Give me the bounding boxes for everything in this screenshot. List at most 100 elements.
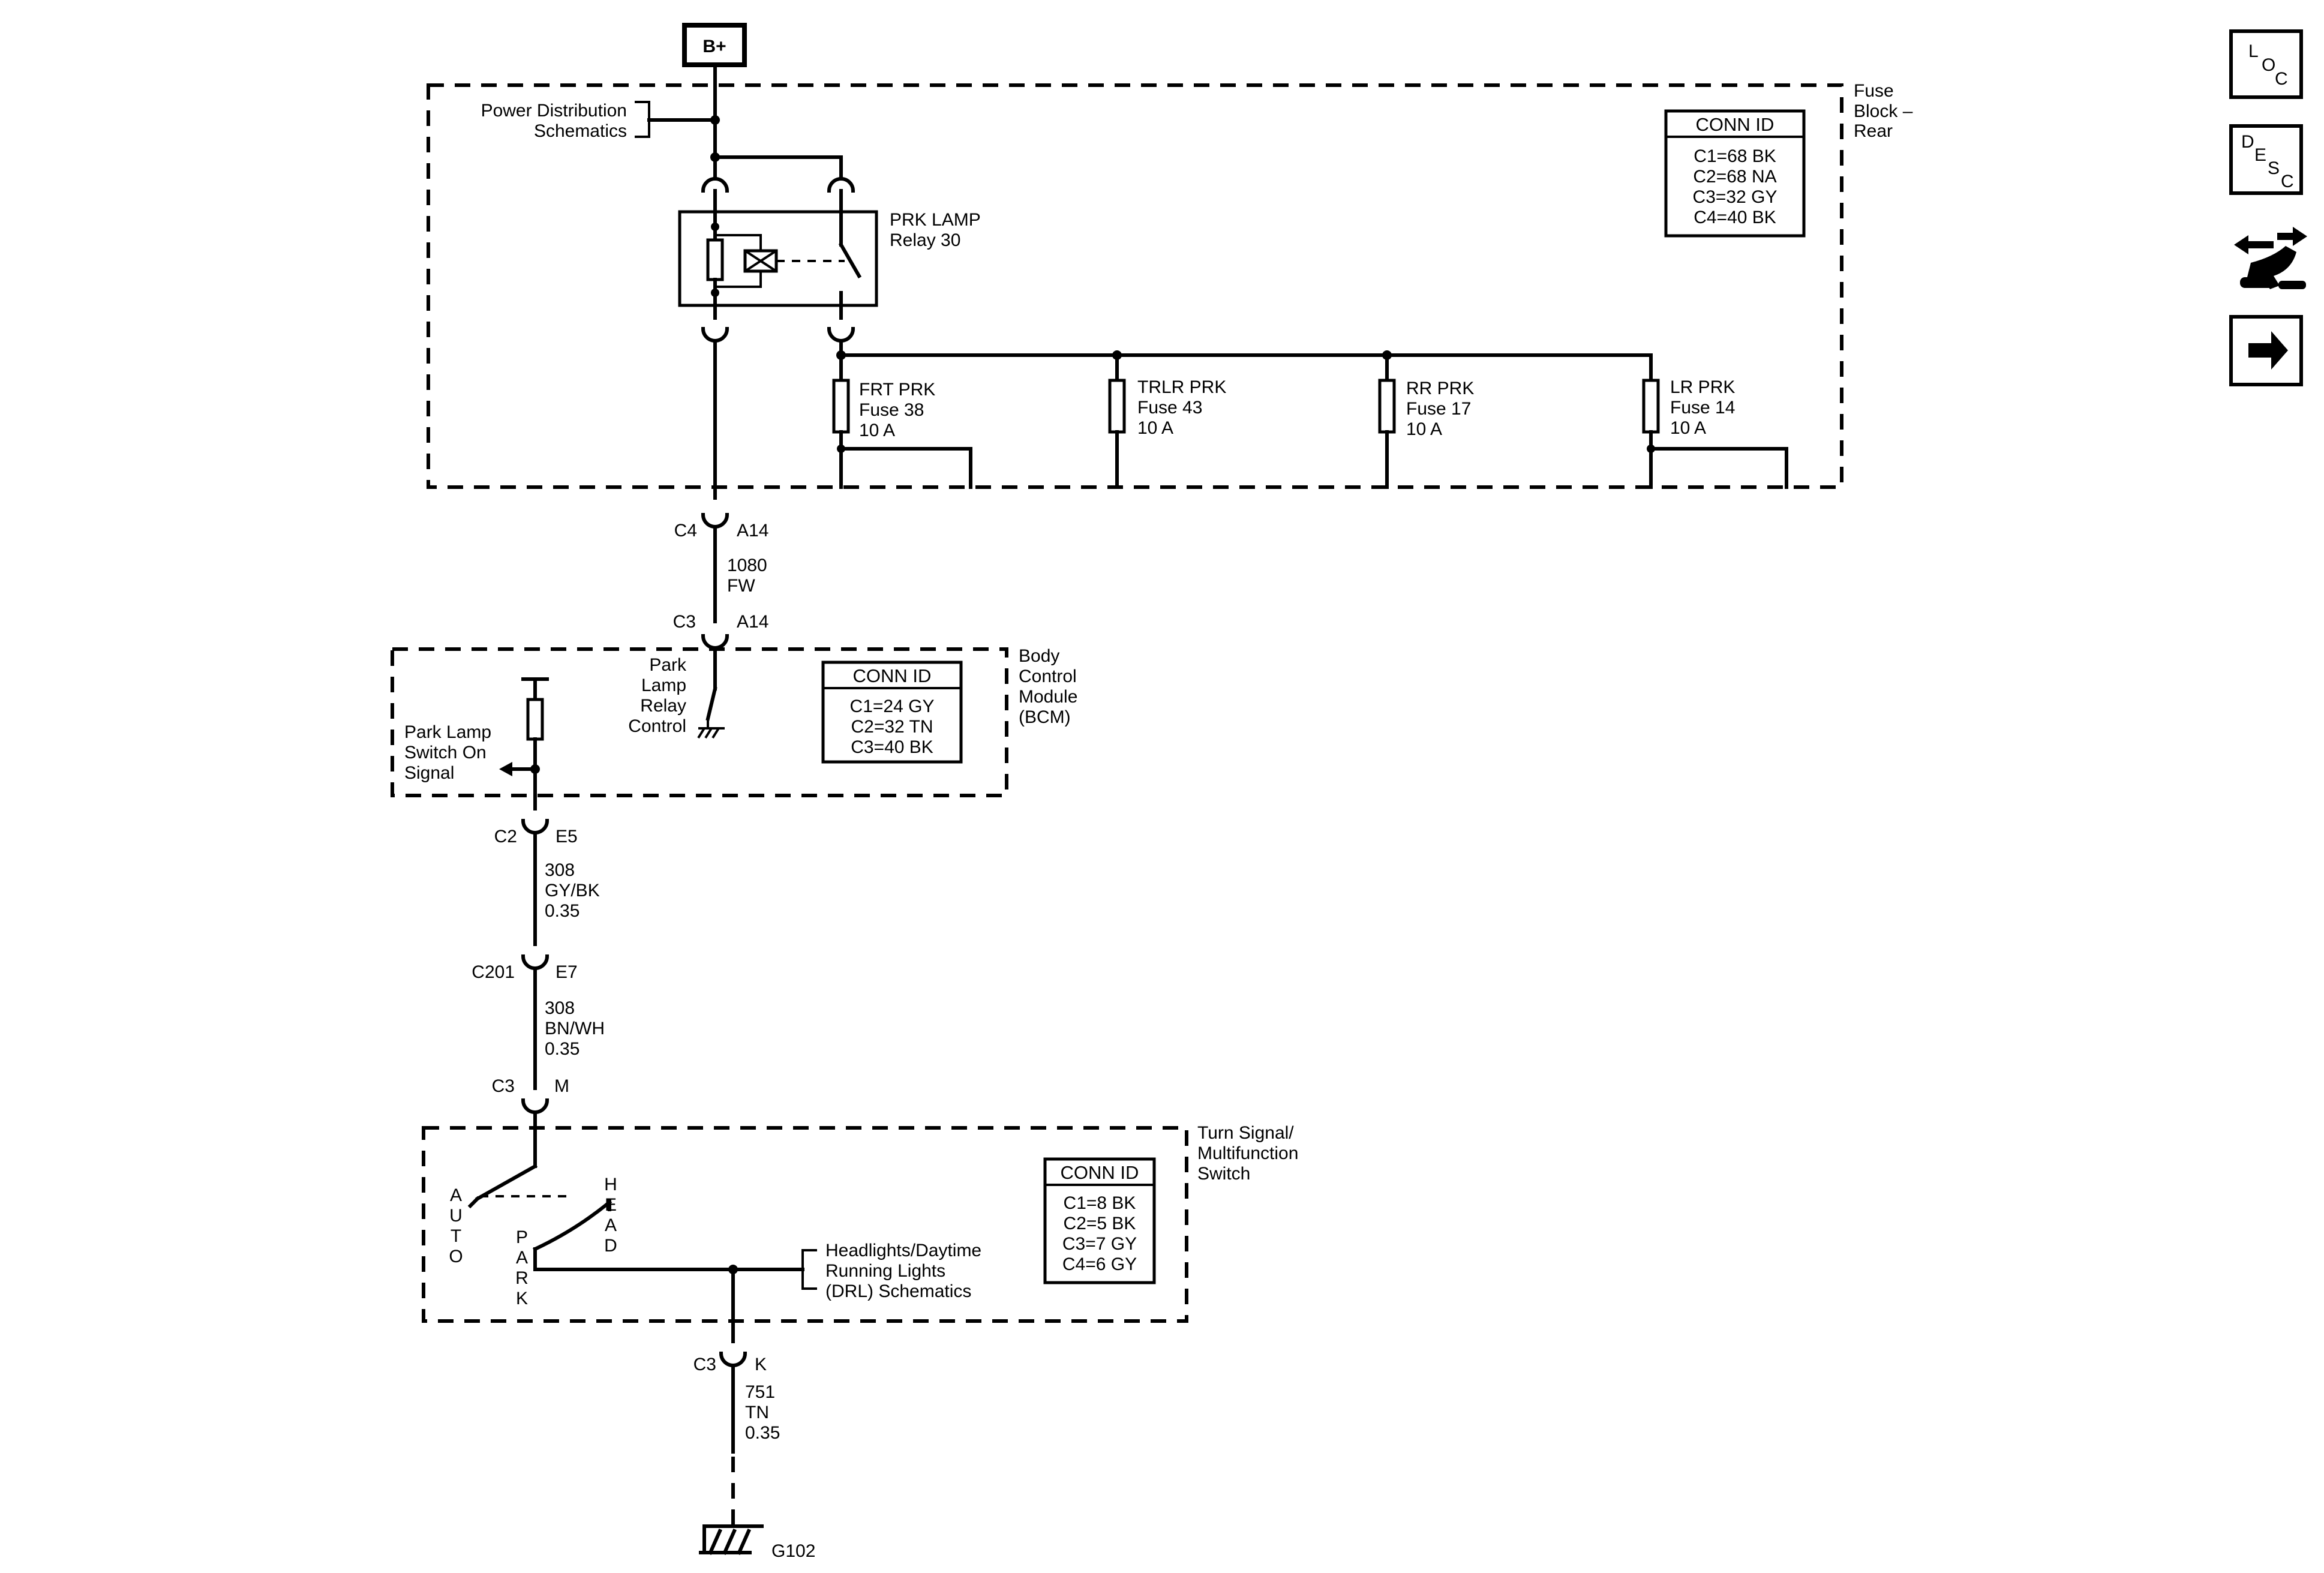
head-position-label: A (605, 1215, 617, 1235)
connector-name: C201 (472, 962, 515, 982)
body-control-module: Body Control Module (BCM) CONN ID C1=24 … (391, 646, 1077, 810)
relay-control-label: Park (649, 655, 687, 675)
switch-signal-label: Park Lamp (404, 722, 491, 742)
relay-control-label: Relay (640, 696, 686, 716)
drl-schematics-reference: Headlights/Daytime Running Lights (DRL) … (796, 1241, 981, 1301)
conn-id-entry: C3=40 BK (851, 737, 933, 757)
park-position-label: A (516, 1248, 528, 1268)
conn-id-title: CONN ID (853, 665, 932, 686)
connector-name: C4 (674, 521, 697, 541)
desc-button[interactable]: D E S C (2229, 124, 2303, 195)
wire-circuit-number: 308 (545, 998, 575, 1018)
icon-letter: D (2241, 132, 2254, 152)
connector-name: C2 (494, 827, 517, 846)
prk-lamp-relay: PRK LAMP Relay 30 (678, 210, 981, 320)
wire-color: TN (745, 1403, 769, 1422)
tsm-conn-id-box: CONN ID C1=8 BK C2=5 BK C3=7 GY C4=6 GY (1043, 1157, 1156, 1284)
bcm-label: (BCM) (1019, 707, 1071, 727)
wire-size: 0.35 (545, 901, 580, 921)
turn-signal-multifunction-switch: Turn Signal/ Multifunction Switch CONN I… (422, 1110, 1298, 1343)
auto-position-label: O (449, 1247, 463, 1266)
next-page-button[interactable] (2229, 315, 2303, 386)
conn-id-title: CONN ID (1061, 1162, 1139, 1183)
conn-id-title: CONN ID (1696, 114, 1774, 135)
wire-circuit-number: 1080 (727, 556, 767, 575)
fuse-name: LR PRK (1670, 377, 1735, 397)
conn-id-entry: C2=68 NA (1693, 167, 1776, 187)
connector-pin: M (554, 1076, 569, 1096)
fuse-rating: 10 A (1137, 418, 1173, 438)
tsm-label: Multifunction (1197, 1143, 1298, 1163)
auto-position-label: A (450, 1185, 462, 1205)
connector-c3-a14: C3 A14 (673, 612, 768, 650)
fuse-block-label: Rear (1854, 121, 1893, 141)
fuse-block-label: Fuse (1854, 81, 1894, 101)
auto-position-label: U (449, 1206, 463, 1226)
conn-id-entry: C1=24 GY (850, 697, 935, 716)
fuse-block-rear: Fuse Block – Rear CONN ID C1=68 BK C2=68… (427, 63, 1913, 500)
conn-id-entry: C3=7 GY (1062, 1234, 1137, 1254)
fuse-trlr-prk: TRLR PRK Fuse 43 10 A (1108, 353, 1226, 489)
tsm-label: Turn Signal/ (1197, 1123, 1294, 1143)
power-source-label: B+ (702, 37, 726, 56)
signal-arrow-icon (499, 762, 512, 776)
connector-c2-e5: C2 E5 (494, 818, 578, 846)
park-position-label: R (515, 1268, 529, 1288)
fuse-name: RR PRK (1406, 379, 1474, 398)
connector-pin: K (755, 1355, 767, 1374)
fuse-number: Fuse 43 (1137, 398, 1202, 418)
power-distribution-reference: Power Distribution Schematics (481, 101, 717, 141)
connector-c3-k: C3 K (693, 1351, 767, 1374)
fuse-lr-prk: LR PRK Fuse 14 10 A (1642, 353, 1788, 489)
conn-id-entry: C2=32 TN (851, 717, 933, 737)
icon-letter: C (2275, 69, 2288, 89)
connector-repair-button[interactable] (2234, 227, 2307, 289)
fuse-block-conn-id-box: CONN ID C1=68 BK C2=68 NA C3=32 GY C4=40… (1664, 109, 1806, 238)
power-source-b-plus: B+ (682, 23, 747, 67)
fuse-number: Fuse 17 (1406, 399, 1471, 419)
switch-signal-label: Switch On (404, 743, 487, 763)
relay-label: Relay 30 (890, 230, 960, 250)
fuse-rr-prk: RR PRK Fuse 17 10 A (1378, 353, 1474, 489)
fuse-rating: 10 A (1406, 419, 1442, 439)
connector-pin: E7 (556, 962, 578, 982)
ground-g102: G102 (699, 1516, 815, 1561)
icon-letter: L (2248, 41, 2259, 61)
head-position-label: E (605, 1195, 617, 1215)
wire-size: 0.35 (545, 1039, 580, 1059)
connector-repair-icon (2234, 227, 2307, 289)
fuse-name: TRLR PRK (1137, 377, 1226, 397)
arrow-right-icon (2248, 331, 2288, 370)
conn-id-entry: C4=6 GY (1062, 1254, 1137, 1274)
reference-label: (DRL) Schematics (825, 1281, 971, 1301)
icon-letter: O (2262, 55, 2275, 75)
connector-c3-m: C3 M (492, 1076, 569, 1114)
bcm-label: Control (1019, 667, 1077, 686)
tsm-boundary (422, 1126, 1188, 1323)
bcm-label: Module (1019, 687, 1077, 707)
switch-signal-label: Signal (404, 763, 454, 783)
icon-letter: C (2281, 172, 2294, 191)
fuse-rating: 10 A (859, 421, 895, 440)
conn-id-entry: C2=5 BK (1064, 1214, 1136, 1233)
loc-button[interactable]: L O C (2229, 29, 2303, 99)
conn-id-entry: C1=8 BK (1064, 1193, 1136, 1213)
connector-name: C3 (492, 1076, 515, 1096)
conn-id-entry: C1=68 BK (1694, 146, 1776, 166)
connector-c4-a14: C4 A14 (674, 512, 768, 541)
relay-label: PRK LAMP (890, 210, 981, 230)
wire-circuit-number: 308 (545, 860, 575, 880)
park-position-label: K (516, 1289, 528, 1308)
description-icon: D E S C (2241, 132, 2294, 191)
conn-id-entry: C3=32 GY (1693, 187, 1777, 207)
connector-name: C3 (673, 612, 696, 632)
fuse-name: FRT PRK (859, 380, 935, 400)
conn-id-entry: C4=40 BK (1694, 208, 1776, 227)
ground-label: G102 (771, 1541, 815, 1561)
reference-label: Power Distribution (481, 101, 627, 121)
wire-circuit-number: 751 (745, 1382, 775, 1402)
auto-position-label: T (451, 1226, 461, 1246)
fuse-frt-prk: FRT PRK Fuse 38 10 A (832, 353, 972, 489)
connector-c201-e7: C201 E7 (472, 954, 578, 982)
